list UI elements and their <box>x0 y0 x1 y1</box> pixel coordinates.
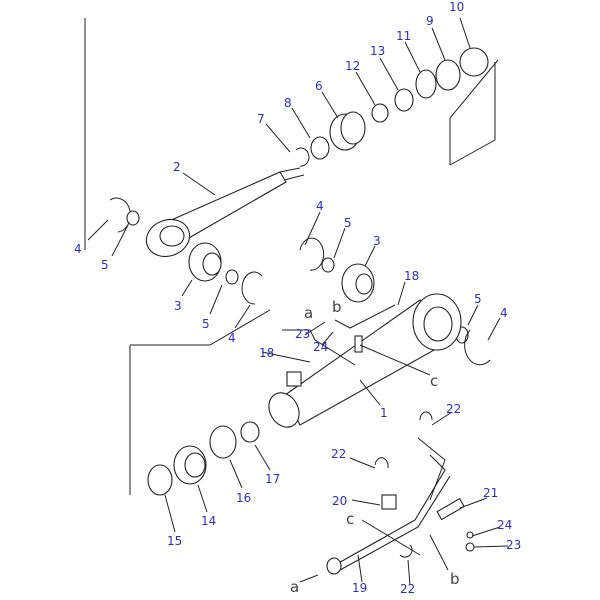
callout-22: 22 <box>331 447 346 461</box>
callout-2: 2 <box>173 160 181 174</box>
callout-21: 21 <box>483 486 498 500</box>
callout-8: 8 <box>284 96 292 110</box>
callout-5: 5 <box>101 258 109 272</box>
callout-13: 13 <box>370 44 385 58</box>
callout-18: 18 <box>404 269 419 283</box>
connector-letters: a b c c a b <box>290 298 460 596</box>
connector-b: b <box>332 298 342 316</box>
callout-6: 6 <box>315 79 323 93</box>
connector-c: c <box>346 510 354 528</box>
callout-9: 9 <box>426 14 434 28</box>
callout-3: 3 <box>174 299 182 313</box>
callout-24: 24 <box>313 340 328 354</box>
callout-10: 10 <box>449 0 464 14</box>
bottom-parts <box>147 421 260 496</box>
connector-c: c <box>430 372 438 390</box>
callout-1: 1 <box>380 406 388 420</box>
callout-24: 24 <box>497 518 512 532</box>
cylinder-tube <box>268 293 462 428</box>
connector-b: b <box>450 570 460 588</box>
callout-5: 5 <box>202 317 210 331</box>
callout-17: 17 <box>265 472 280 486</box>
callout-19: 19 <box>352 581 367 595</box>
frame-lines <box>84 18 499 495</box>
callout-15: 15 <box>167 534 182 548</box>
connector-a: a <box>290 578 299 596</box>
callout-7: 7 <box>257 112 265 126</box>
callout-labels: 10 9 11 13 12 6 8 7 2 4 5 4 5 3 18 5 4 3… <box>74 0 521 596</box>
callout-20: 20 <box>332 494 347 508</box>
leader-lines <box>87 17 509 586</box>
seal-rings <box>109 47 491 366</box>
callout-11: 11 <box>396 29 411 43</box>
callout-4: 4 <box>228 331 236 345</box>
piping <box>326 411 475 575</box>
callout-23: 23 <box>506 538 521 552</box>
callout-14: 14 <box>201 514 216 528</box>
callout-4: 4 <box>316 199 324 213</box>
callout-4: 4 <box>74 242 82 256</box>
callout-22: 22 <box>446 402 461 416</box>
callout-22: 22 <box>400 582 415 596</box>
callout-18: 18 <box>259 346 274 360</box>
callout-16: 16 <box>236 491 251 505</box>
callout-12: 12 <box>345 59 360 73</box>
connector-a: a <box>304 304 313 322</box>
callout-5: 5 <box>344 216 352 230</box>
callout-5: 5 <box>474 292 482 306</box>
piston-rod <box>145 167 305 258</box>
callout-4: 4 <box>500 306 508 320</box>
callout-23: 23 <box>295 327 310 341</box>
callout-3: 3 <box>373 234 381 248</box>
connector-arrows <box>282 304 449 583</box>
